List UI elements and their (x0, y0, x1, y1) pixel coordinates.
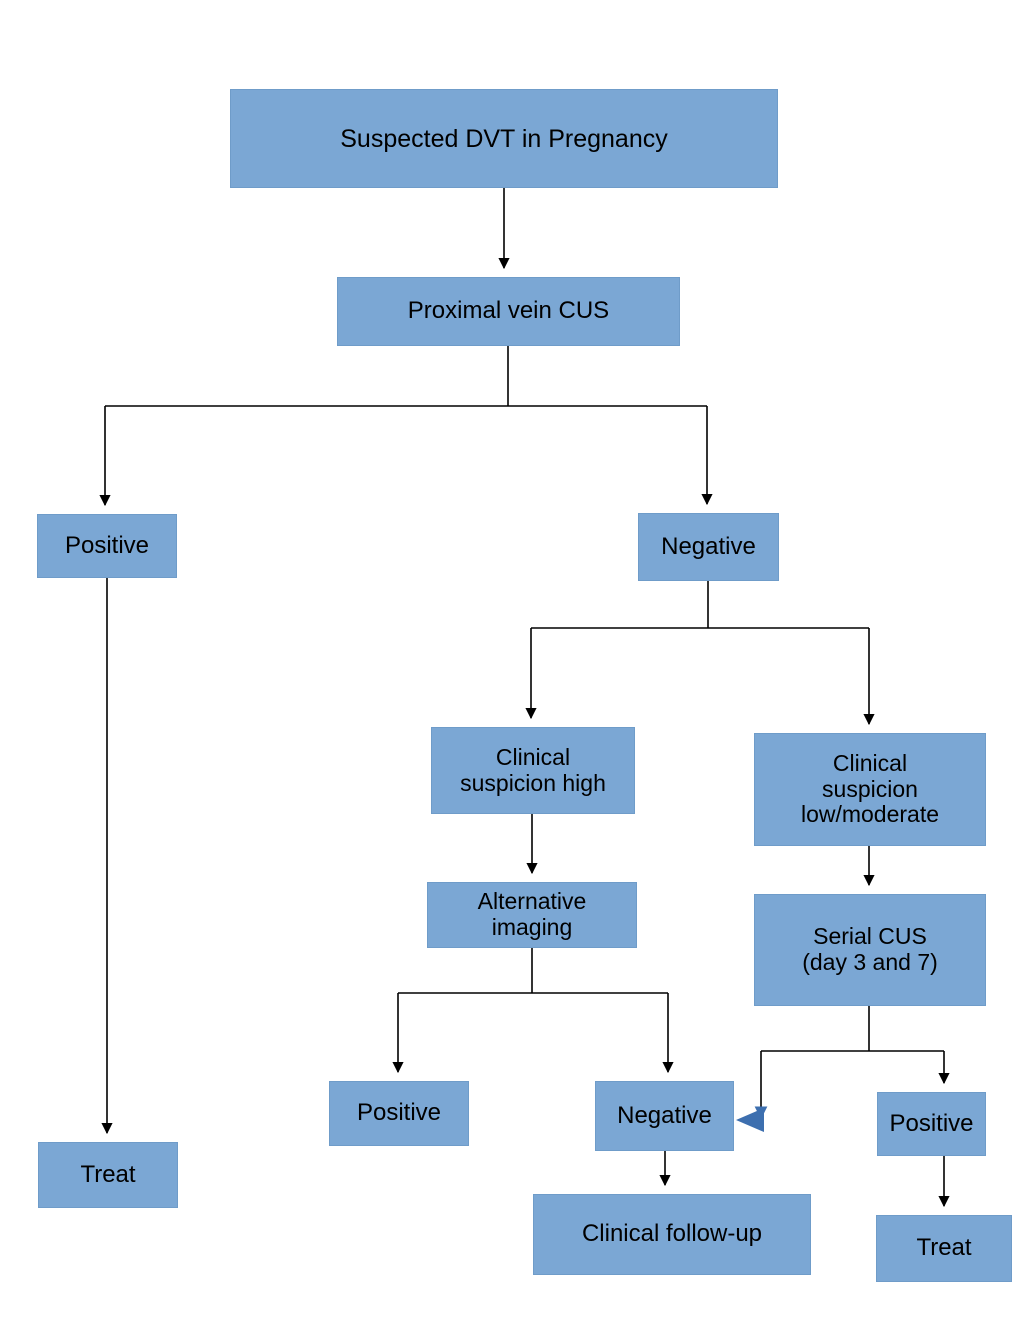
node-treat-proximal-positive[interactable]: Treat (38, 1142, 178, 1208)
node-clinical-follow-up[interactable]: Clinical follow-up (533, 1194, 811, 1275)
node-positive-proximal-cus[interactable]: Positive (37, 514, 177, 578)
node-treat-serial-positive[interactable]: Treat (876, 1215, 1012, 1282)
node-proximal-vein-cus[interactable]: Proximal vein CUS (337, 277, 680, 346)
node-alternative-imaging[interactable]: Alternative imaging (427, 882, 637, 948)
node-suspected-dvt-in-pregnancy[interactable]: Suspected DVT in Pregnancy (230, 89, 778, 188)
node-clinical-suspicion-high[interactable]: Clinical suspicion high (431, 727, 635, 814)
node-negative-alternative-imaging[interactable]: Negative (595, 1081, 734, 1151)
node-positive-alternative-imaging[interactable]: Positive (329, 1081, 469, 1146)
blue-arrowhead-into-negative2 (736, 1108, 764, 1132)
node-clinical-suspicion-low-moderate[interactable]: Clinical suspicion low/moderate (754, 733, 986, 846)
node-positive-serial-cus[interactable]: Positive (877, 1092, 986, 1156)
node-serial-cus[interactable]: Serial CUS (day 3 and 7) (754, 894, 986, 1006)
node-negative-proximal-cus[interactable]: Negative (638, 513, 779, 581)
